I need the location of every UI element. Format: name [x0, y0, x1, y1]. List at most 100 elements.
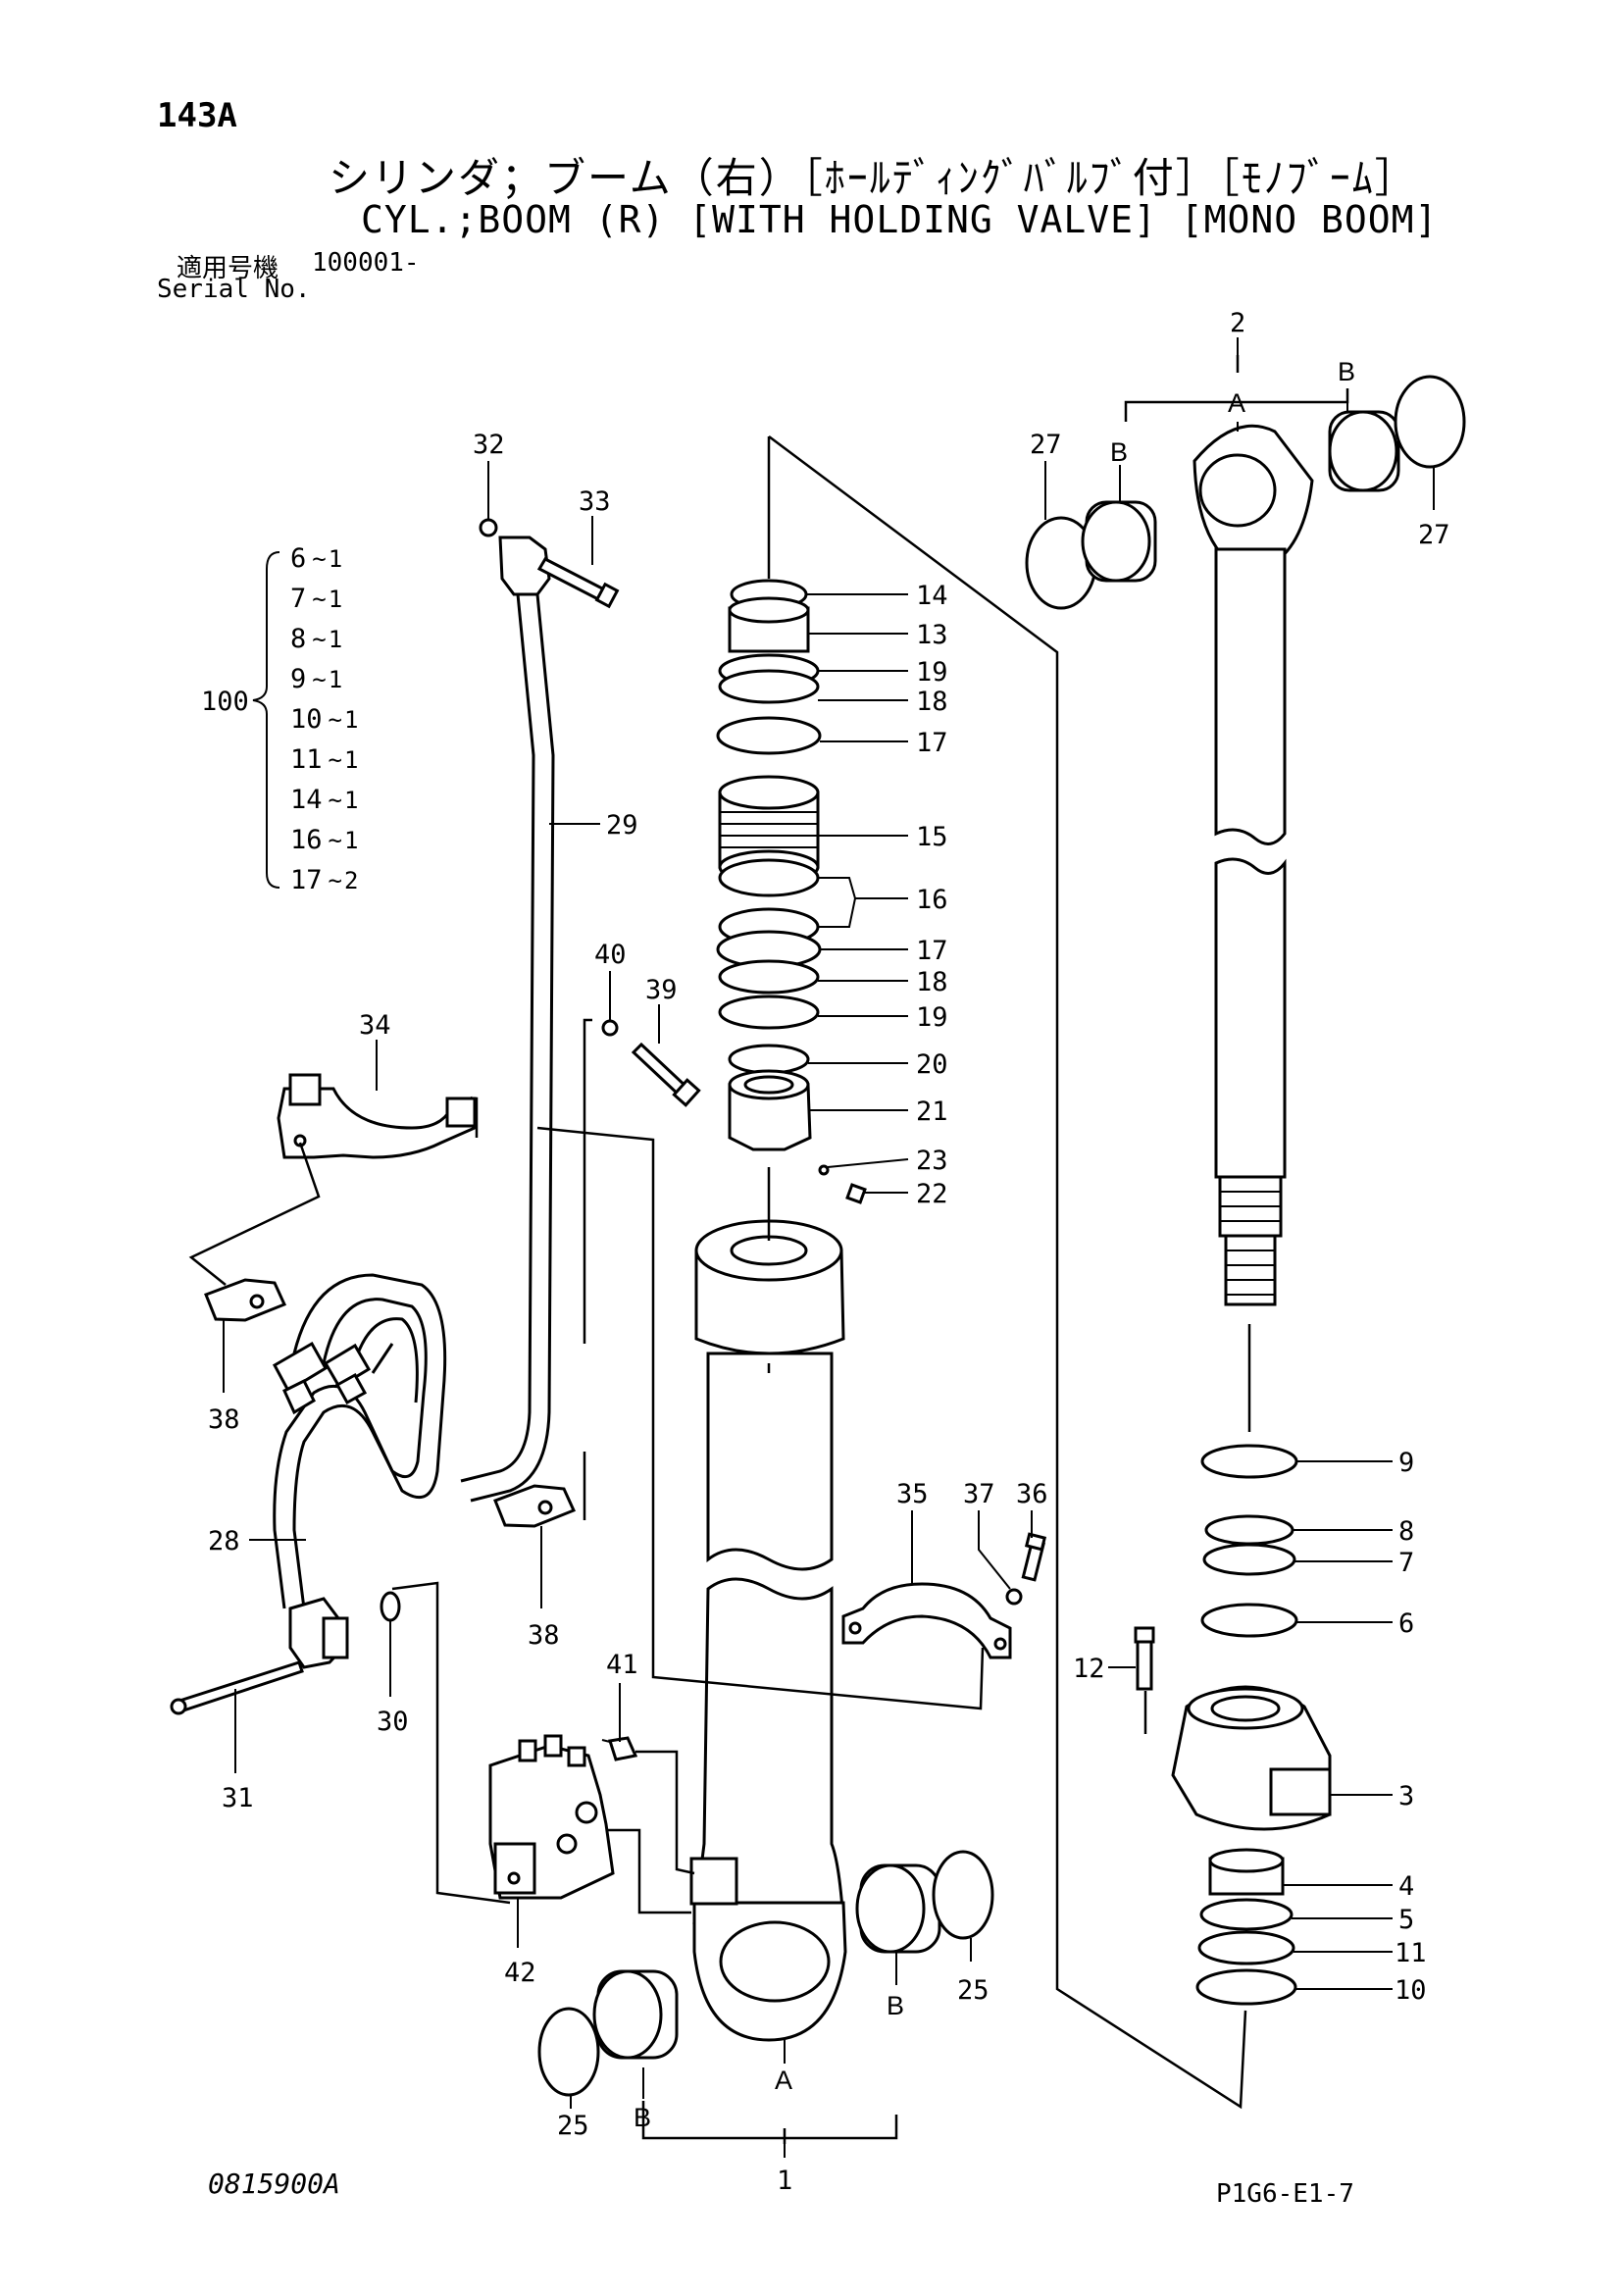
- serial-value: 100001-: [312, 248, 420, 278]
- valve-lower-block: [493, 1842, 536, 1895]
- guide-pin-A-bottom: [641, 2101, 898, 2144]
- clamp-34-ear-right: [445, 1097, 477, 1128]
- title-english: CYL.;BOOM (R) [WITH HOLDING VALVE] [MONO…: [361, 198, 1439, 241]
- callout-15: 15: [916, 822, 948, 852]
- callout-38a: 38: [208, 1404, 240, 1435]
- kit-item-14: 14~1: [290, 785, 358, 815]
- kit-item-6: 6~1: [290, 543, 342, 574]
- kit-item-part: 6: [290, 543, 306, 574]
- callout-13: 13: [916, 620, 948, 650]
- pin-bushing-left-face: [1081, 500, 1151, 583]
- valve-port-side-a: [575, 1801, 598, 1824]
- callout-2: 2: [1230, 308, 1245, 338]
- kit-item-qty: 1: [344, 787, 358, 814]
- drawing-number: 0815900A: [208, 2168, 340, 2200]
- hose-28-loop-inner: [273, 1298, 428, 1609]
- callout-29: 29: [606, 810, 638, 841]
- kit-item-7: 7~1: [290, 584, 342, 614]
- kit-item-part: 9: [290, 664, 306, 694]
- bottom-eye-parts: [537, 1532, 1047, 2097]
- callout-34: 34: [359, 1010, 391, 1041]
- mark-B-bottom-left: B: [634, 2103, 651, 2132]
- mark-B-top-right: B: [1338, 357, 1355, 386]
- kit-item-qty: 1: [329, 545, 342, 573]
- cylinder-tube-upper: [706, 1352, 834, 1571]
- callout-14: 14: [916, 581, 948, 611]
- kit-item-part: 7: [290, 584, 306, 614]
- kit-item-sep: ~: [329, 867, 342, 894]
- leader-16: [818, 877, 908, 928]
- callout-11: 11: [1395, 1938, 1427, 1968]
- dust-seal-25-right: [932, 1850, 994, 1940]
- kit-item-17: 17~2: [290, 865, 358, 895]
- kit-item-qty: 1: [329, 626, 342, 653]
- seal-6: [1200, 1603, 1298, 1638]
- assembly-guide-lines: [188, 355, 1349, 2144]
- ring-19-bottom: [718, 995, 820, 1030]
- cylinder-head-3-bore: [1210, 1695, 1281, 1722]
- ring-20: [728, 1044, 810, 1075]
- kit-item-part: 16: [290, 825, 323, 855]
- bolt-39-head: [672, 1078, 701, 1107]
- set-screw-22: [845, 1183, 867, 1204]
- nut-21-thread: [743, 1075, 794, 1095]
- callout-17a: 17: [916, 728, 948, 758]
- page-number: 143A: [157, 96, 237, 135]
- callout-21: 21: [916, 1097, 948, 1127]
- guide-bolt-39: [583, 1018, 592, 1520]
- seal-7: [1202, 1543, 1296, 1576]
- callout-16: 16: [916, 885, 948, 915]
- callout-1: 1: [777, 2166, 792, 2196]
- callout-10: 10: [1395, 1975, 1427, 2006]
- valve-port-top-b: [543, 1734, 563, 1758]
- clamp-35: [841, 1582, 1012, 1659]
- pipe-29: [460, 593, 535, 1483]
- callout-25a: 25: [557, 2111, 589, 2141]
- clamp-half-38-left-hole: [249, 1294, 265, 1309]
- valve-mount-hole: [507, 1871, 521, 1885]
- kit-item-10: 10~1: [290, 704, 358, 735]
- mark-A-top: A: [1228, 388, 1245, 418]
- kit-item-sep: ~: [312, 586, 326, 613]
- elbow-fitting: [498, 536, 551, 596]
- bolt-31-end: [170, 1698, 187, 1715]
- callout-23: 23: [916, 1146, 948, 1176]
- hose-fitting-right-b: [334, 1372, 368, 1405]
- callout-31: 31: [222, 1783, 254, 1813]
- hose-assembly: [170, 518, 701, 1761]
- seal-9: [1200, 1444, 1298, 1479]
- bottom-bushing-left-face: [592, 1969, 663, 2060]
- kit-item-16: 16~1: [290, 825, 358, 855]
- rod-upper: [1214, 547, 1287, 845]
- callout-5: 5: [1398, 1905, 1414, 1935]
- clamp-half-38-right: [493, 1484, 577, 1528]
- ring-5: [1199, 1898, 1294, 1931]
- rod-thread-end: [1224, 1234, 1277, 1306]
- leader-23: [827, 1158, 909, 1168]
- kit-number: 100: [201, 687, 249, 717]
- kit-item-sep: ~: [329, 706, 342, 734]
- bolt-36-head: [1024, 1532, 1047, 1552]
- mark-B-top-left: B: [1110, 437, 1128, 467]
- piston-15-top: [718, 775, 820, 810]
- callout-41: 41: [606, 1650, 638, 1680]
- seal-8: [1204, 1514, 1294, 1546]
- callout-18b: 18: [916, 967, 948, 997]
- callout-32: 32: [473, 430, 505, 460]
- hose-fitting-right-a: [323, 1343, 372, 1390]
- o-ring-11: [1197, 1930, 1295, 1965]
- holding-valve-42: [488, 1734, 615, 1900]
- bolt-12: [1136, 1636, 1153, 1691]
- washer-40: [601, 1019, 619, 1037]
- kit-item-sep: ~: [312, 626, 326, 653]
- kit-100-group: 100 6~17~18~19~110~111~114~116~117~2: [201, 543, 358, 895]
- kit-item-qty: 1: [329, 586, 342, 613]
- callout-36: 36: [1016, 1479, 1048, 1509]
- guide-clamp-34: [188, 1097, 479, 1286]
- kit-item-8: 8~1: [290, 624, 342, 654]
- kit-item-sep: ~: [329, 827, 342, 854]
- piston-15-grooves: [720, 811, 818, 848]
- callout-19a: 19: [916, 657, 948, 688]
- kit-item-qty: 1: [344, 746, 358, 774]
